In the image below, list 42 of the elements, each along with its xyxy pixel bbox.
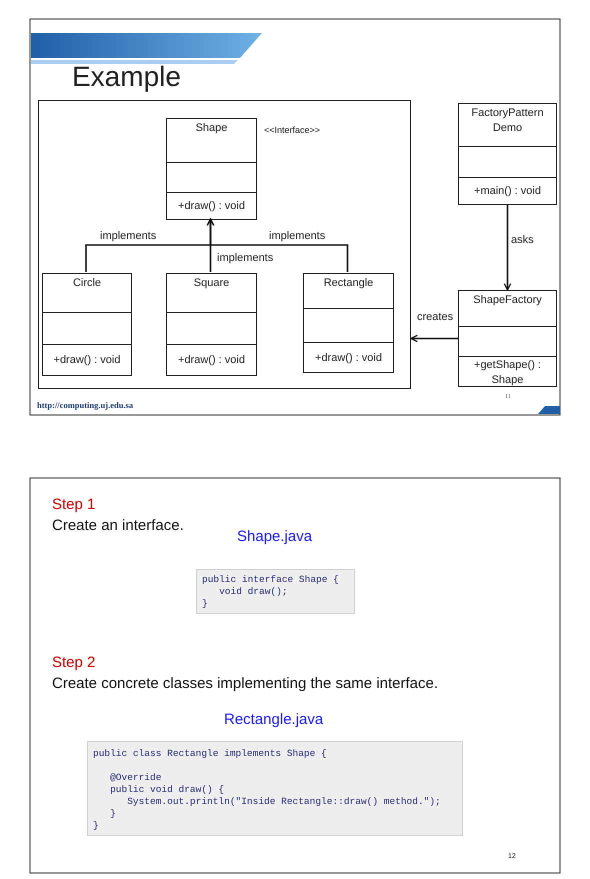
stereotype-label: <<Interface>> bbox=[264, 125, 320, 135]
edge-label: implements bbox=[216, 251, 274, 265]
file-name: Shape.java bbox=[237, 528, 312, 545]
arrow bbox=[504, 205, 512, 291]
file-name: Rectangle.java bbox=[224, 711, 324, 728]
code-line: System.out.println("Inside Rectangle::draw() method."); bbox=[126, 796, 441, 807]
code-line: public void draw() { bbox=[109, 784, 224, 795]
class-name: Shape bbox=[194, 121, 228, 136]
method-label: +draw() : void bbox=[314, 350, 383, 366]
slide-title: Example bbox=[72, 60, 181, 94]
class-name: FactoryPattern Demo bbox=[470, 106, 545, 136]
class-box bbox=[42, 273, 132, 376]
frame-box bbox=[38, 100, 411, 389]
method-label: +main() : void bbox=[473, 184, 542, 199]
step-text: Create an interface. bbox=[52, 517, 184, 534]
step-text: Create concrete classes implementing the same interface. bbox=[52, 675, 438, 692]
class-name: ShapeFactory bbox=[472, 293, 543, 308]
arrow bbox=[206, 218, 348, 272]
code-line: void draw(); bbox=[218, 586, 288, 597]
code-line: @Override bbox=[109, 772, 162, 783]
code-line: public class Rectangle implements Shape { bbox=[93, 748, 327, 759]
method-label: +draw() : void bbox=[177, 353, 246, 368]
step-heading: Step 2 bbox=[52, 654, 96, 671]
class-name: Rectangle bbox=[322, 276, 374, 291]
class-box bbox=[458, 103, 557, 205]
step-heading: Step 1 bbox=[52, 496, 96, 513]
method-label: +getShape() : Shape bbox=[473, 358, 542, 388]
class-name: Circle bbox=[72, 276, 102, 291]
arrow bbox=[410, 334, 458, 342]
method-label: +draw() : void bbox=[52, 353, 122, 368]
class-box bbox=[166, 273, 257, 376]
edge-label: implements bbox=[268, 229, 326, 243]
edge-label: implements bbox=[99, 229, 158, 243]
code-line: public interface Shape { bbox=[202, 574, 339, 585]
class-box bbox=[458, 290, 557, 387]
class-box bbox=[303, 273, 394, 373]
code-line: } bbox=[202, 598, 208, 609]
class-name: Square bbox=[192, 276, 230, 291]
url-text: http://computing.uj.edu.sa bbox=[37, 400, 134, 410]
code-line: } bbox=[109, 808, 116, 819]
method-label: +draw() : void bbox=[177, 199, 246, 214]
code-line: } bbox=[93, 820, 99, 831]
